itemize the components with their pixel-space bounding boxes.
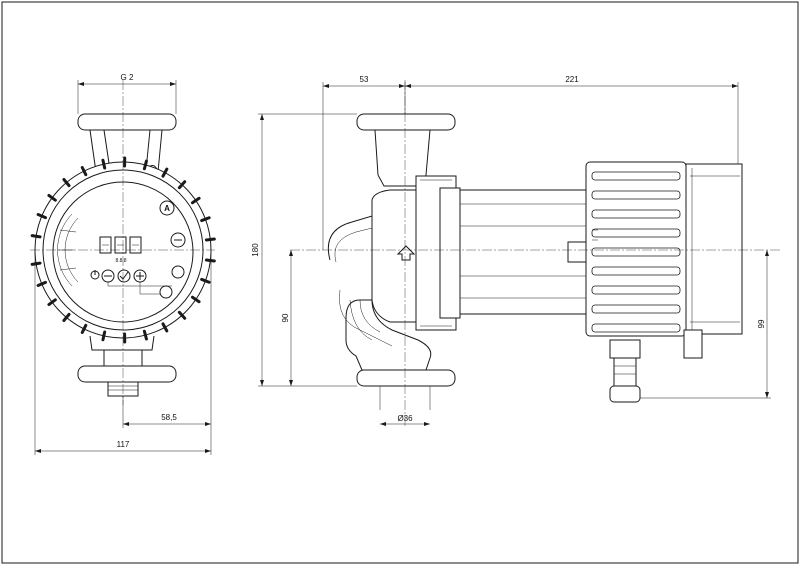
dim-total-height: 180 (251, 243, 260, 257)
dim-motor-half-height: 99 (757, 319, 766, 328)
bolt (101, 158, 107, 170)
dim-total-length: 221 (565, 75, 579, 84)
side-dimensions: 53 221 180 90 99 Ø36 (251, 75, 771, 426)
bolt (177, 310, 187, 320)
bolt (142, 329, 148, 341)
bolt (80, 166, 88, 177)
dim-total-width: 117 (117, 440, 130, 449)
dim-housing-depth: 53 (360, 75, 369, 84)
dim-inlet-height: 90 (281, 313, 290, 322)
bolt (177, 180, 187, 190)
flow-direction-icon (396, 245, 416, 261)
bolt (142, 159, 148, 171)
bottom-flange (77, 365, 177, 383)
motor-housing (459, 189, 587, 315)
minus-side-icon[interactable] (170, 232, 186, 248)
top-flange (77, 113, 177, 131)
dim-flange-half-width: 58,5 (161, 413, 177, 422)
bolt (204, 258, 216, 263)
side-view (290, 80, 780, 428)
check-icon[interactable] (117, 269, 131, 283)
bolt (30, 234, 42, 239)
bolt (161, 322, 169, 333)
cooling-fin (591, 323, 681, 333)
bolt (30, 261, 42, 266)
bolt (190, 295, 201, 304)
bolt (36, 280, 47, 287)
cooling-fin (591, 266, 681, 276)
cooling-fin (591, 171, 681, 181)
minus-icon[interactable] (101, 269, 115, 283)
dim-thread-size: G 2 (121, 73, 134, 82)
bolt (200, 277, 211, 284)
side-top-flange (356, 113, 456, 131)
cooling-fin (591, 285, 681, 295)
cable-gland (613, 357, 637, 387)
bolt-ring (30, 156, 216, 344)
bolt (47, 298, 57, 307)
side-bottom-flange (356, 369, 456, 387)
cooling-fin (591, 304, 681, 314)
cooling-fins (591, 171, 681, 333)
bolt (200, 216, 211, 223)
terminal-box (685, 163, 743, 335)
cooling-fin (591, 247, 681, 257)
segment-display: 8.8.8 (99, 236, 142, 264)
circle-A-icon[interactable]: A (159, 200, 175, 216)
bolt (62, 177, 71, 188)
front-view: 8.8.8 A (30, 80, 216, 405)
bolt (62, 312, 71, 323)
bolt (47, 193, 57, 202)
cooling-fin (591, 228, 681, 238)
volute-housing (327, 215, 432, 371)
bolt (80, 323, 88, 334)
svg-text:A: A (164, 204, 170, 213)
bolt (101, 330, 107, 342)
bolt (190, 196, 201, 205)
display-digits: 8.8.8 (115, 258, 126, 264)
plus-icon[interactable] (133, 269, 147, 283)
bolt (204, 237, 216, 242)
front-dimensions: G 2 58,5 117 (34, 73, 212, 455)
bolt (161, 167, 169, 178)
cooling-fin (591, 209, 681, 219)
cooling-fin (591, 190, 681, 200)
power-icon[interactable] (90, 270, 100, 280)
bolt (36, 213, 47, 220)
dim-port-diameter: Ø36 (397, 414, 413, 423)
